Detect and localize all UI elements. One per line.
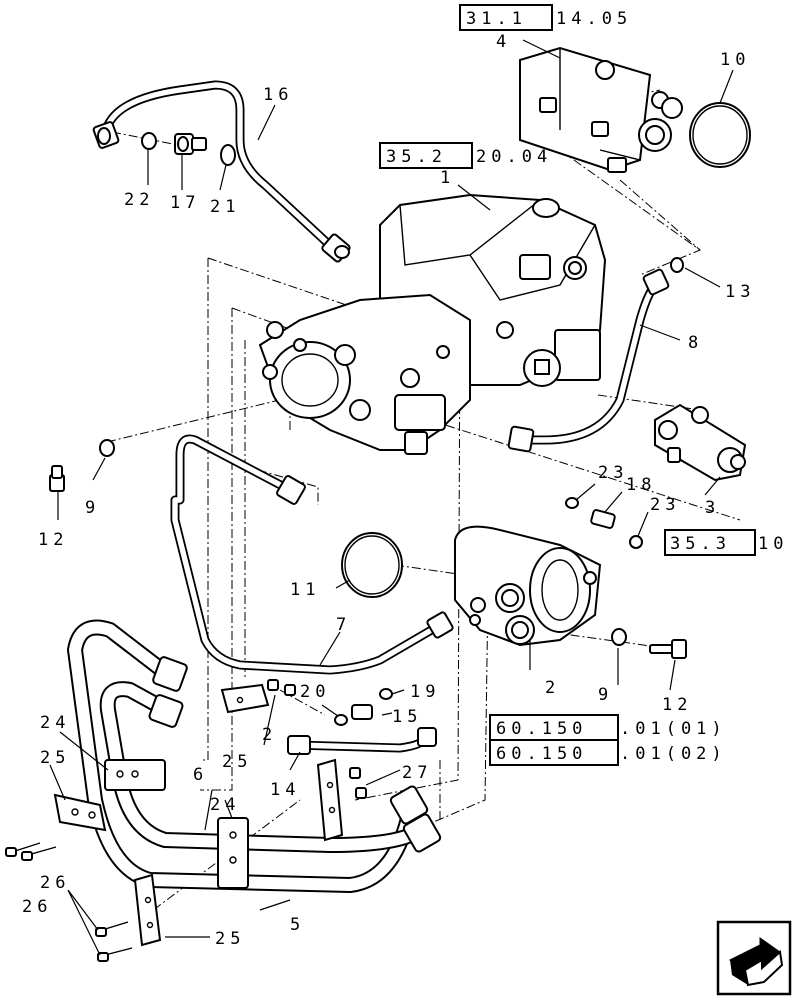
bolt-26-set-lower bbox=[95, 921, 133, 962]
bolt-26-set-upper bbox=[5, 842, 57, 861]
ref-valve-side-boxed: 35.3 bbox=[670, 534, 731, 554]
o-ring-10 bbox=[689, 102, 751, 168]
bolt-12-right bbox=[649, 639, 687, 659]
ref-motor-2-rest: .01(02) bbox=[620, 744, 727, 764]
tube-16-nut-right bbox=[321, 233, 351, 263]
pump-assembly-1 bbox=[258, 193, 607, 455]
ref-motor-1[interactable]: 60.150 .01(01) bbox=[489, 714, 727, 741]
washer-9-right bbox=[611, 628, 627, 646]
label-15: 15 bbox=[392, 707, 422, 727]
o-ring-20 bbox=[334, 714, 348, 726]
ref-pump-boxed: 35.2 bbox=[386, 147, 447, 167]
label-6: 6 bbox=[193, 765, 208, 785]
label-1: 1 bbox=[440, 168, 455, 188]
bracket-25-left bbox=[53, 793, 107, 832]
tube-7 bbox=[170, 434, 454, 675]
label-25-bottom: 25 bbox=[215, 929, 245, 949]
label-5: 5 bbox=[290, 915, 305, 935]
tube-assembly-5-6 bbox=[67, 619, 442, 893]
bracket-25-center bbox=[220, 683, 270, 714]
ref-motor-1-rest: .01(01) bbox=[620, 719, 727, 739]
label-9-right: 9 bbox=[598, 685, 613, 705]
ref-pump-rest: 20.04 bbox=[476, 147, 552, 167]
valve-block-4 bbox=[519, 46, 683, 173]
label-17: 17 bbox=[170, 193, 200, 213]
valve-3 bbox=[654, 403, 747, 482]
label-13: 13 bbox=[725, 282, 755, 302]
o-ring-11 bbox=[341, 532, 403, 598]
label-26-lower: 26 bbox=[22, 897, 52, 917]
label-23-bottom: 23 bbox=[650, 495, 680, 515]
ref-valve-rest: 14.05 bbox=[556, 9, 632, 29]
label-8: 8 bbox=[688, 333, 703, 353]
ref-motor-1-boxed: 60.150 bbox=[496, 719, 587, 739]
clamp-24-left bbox=[104, 759, 166, 791]
label-12-left: 12 bbox=[38, 530, 68, 550]
label-20: 20 bbox=[300, 682, 330, 702]
washer-9-left bbox=[99, 439, 115, 457]
leader-lines bbox=[49, 39, 734, 956]
ref-motor-2[interactable]: 60.150 .01(02) bbox=[489, 739, 727, 766]
o-ring-10-inner bbox=[692, 105, 748, 165]
label-24-left: 24 bbox=[40, 713, 70, 733]
tube-14 bbox=[287, 727, 437, 755]
ref-valve-side-rest: 10 bbox=[758, 534, 788, 554]
label-3: 3 bbox=[705, 498, 720, 518]
o-ring-19 bbox=[379, 688, 393, 700]
label-16: 16 bbox=[263, 85, 293, 105]
label-25-center: 25 bbox=[222, 752, 252, 772]
o-ring-13 bbox=[670, 257, 684, 273]
label-12-right: 12 bbox=[662, 695, 692, 715]
bracket-25-bottom bbox=[133, 873, 162, 947]
ref-valve-boxed: 31.1 bbox=[466, 9, 527, 29]
bolt-12-left bbox=[49, 465, 65, 492]
ref-motor-2-boxed: 60.150 bbox=[496, 744, 587, 764]
o-ring-22 bbox=[141, 132, 157, 150]
o-ring-21 bbox=[220, 144, 236, 166]
nut-27-b bbox=[355, 787, 367, 799]
part-labels: 4 10 16 22 17 21 1 13 8 9 12 23 18 23 3 … bbox=[22, 32, 755, 949]
ref-pump[interactable]: 35.2 20.04 bbox=[379, 142, 552, 169]
tube-16 bbox=[92, 80, 351, 263]
o-ring-23-right bbox=[629, 535, 643, 549]
label-24-right: 24 bbox=[210, 795, 240, 815]
fitting-17 bbox=[174, 133, 207, 155]
bracket-25-right bbox=[316, 758, 344, 842]
label-21: 21 bbox=[210, 197, 240, 217]
label-19: 19 bbox=[410, 682, 440, 702]
ref-valve[interactable]: 31.1 14.05 bbox=[459, 4, 632, 31]
motor-2 bbox=[454, 525, 602, 647]
label-2: 2 bbox=[545, 678, 560, 698]
tube-8 bbox=[507, 268, 670, 453]
o-ring-11-inner bbox=[344, 535, 400, 595]
label-10: 10 bbox=[720, 50, 750, 70]
label-11: 11 bbox=[290, 580, 320, 600]
label-27: 27 bbox=[402, 763, 432, 783]
ref-valve-side[interactable]: 35.3 10 bbox=[664, 529, 788, 556]
label-4: 4 bbox=[496, 32, 511, 52]
label-26-upper: 26 bbox=[40, 873, 70, 893]
label-2-center: 2 bbox=[262, 725, 277, 745]
label-25-left: 25 bbox=[40, 748, 70, 768]
label-14: 14 bbox=[270, 780, 300, 800]
nut-20-a bbox=[267, 679, 279, 691]
nut-27-a bbox=[349, 767, 361, 779]
label-9-left: 9 bbox=[85, 498, 100, 518]
fitting-18 bbox=[590, 509, 616, 529]
next-page-arrow-icon bbox=[729, 937, 784, 987]
next-page-button[interactable] bbox=[716, 920, 792, 996]
label-18: 18 bbox=[626, 475, 656, 495]
nut-20-b bbox=[284, 684, 296, 696]
o-ring-23-left bbox=[565, 497, 579, 509]
label-23-top: 23 bbox=[598, 463, 628, 483]
tube-16-nut-left bbox=[92, 121, 120, 149]
label-22: 22 bbox=[124, 190, 154, 210]
label-7: 7 bbox=[336, 615, 351, 635]
fitting-15 bbox=[351, 704, 373, 720]
clamp-24-right bbox=[217, 817, 249, 889]
